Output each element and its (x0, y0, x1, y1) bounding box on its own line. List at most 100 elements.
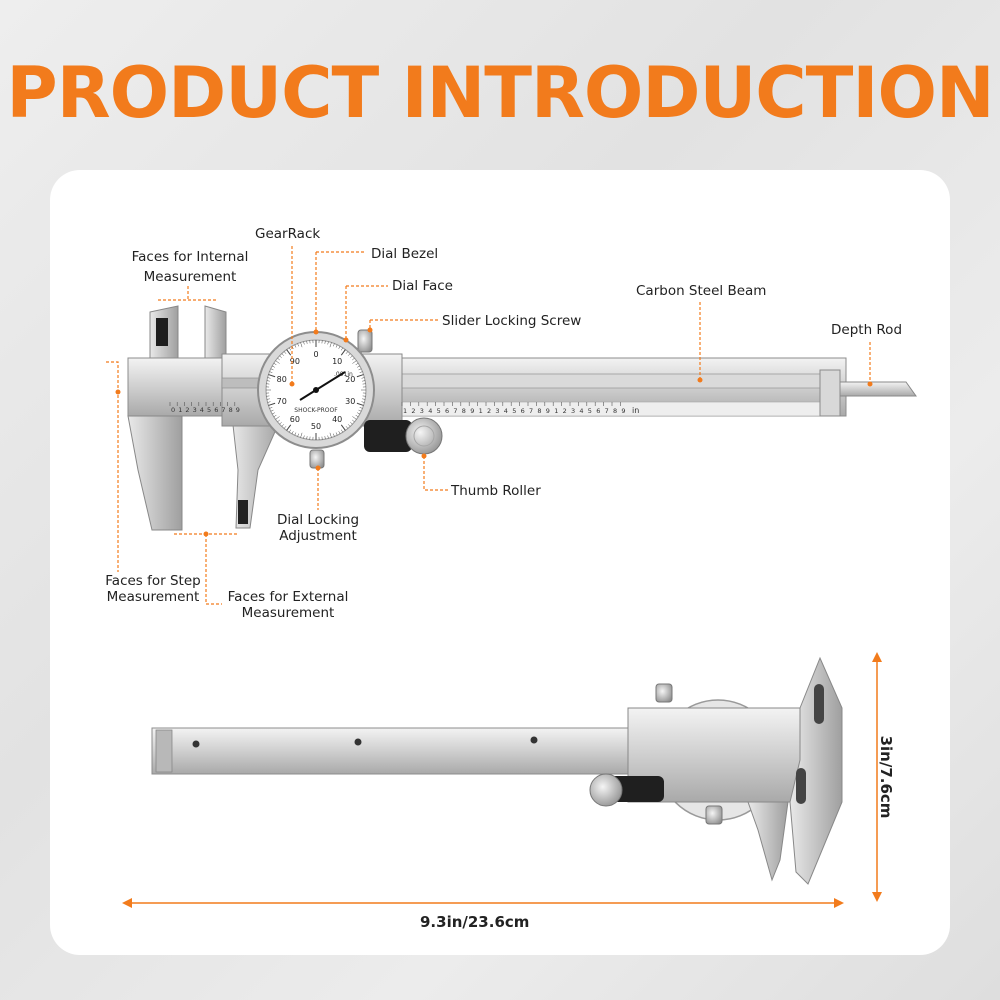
dial-tick (340, 429, 344, 433)
dial-tick (273, 414, 277, 418)
dial-number: 80 (277, 375, 287, 384)
jaw-scale-digit: 2 (185, 406, 189, 414)
dial-tick (329, 342, 332, 348)
dial-tick (281, 353, 285, 356)
dial-tick (272, 365, 275, 368)
external-jaw-fixed (127, 415, 183, 531)
label-external-faces: Faces for External Measurement (222, 589, 354, 621)
dial-number: 30 (345, 397, 355, 406)
dial-tick (306, 436, 308, 440)
dial-tick (279, 421, 282, 425)
dial-tick (270, 409, 274, 412)
beam-scale-digit: 3 (495, 407, 499, 415)
dial-tick (269, 407, 273, 409)
beam-scale-digit: 3 (420, 407, 424, 415)
callout-slider-screw (369, 319, 438, 330)
dial-tick (288, 347, 292, 351)
dial-tick (297, 343, 299, 347)
dial-tick (347, 353, 351, 356)
label-external-faces-line2: Measurement (241, 605, 335, 621)
dial-tick (306, 340, 308, 344)
beam-scale-digit: 8 (613, 407, 617, 415)
callout-lines (106, 246, 871, 605)
dial-tick (362, 380, 366, 382)
width-arrow-head-left (122, 898, 132, 908)
beam-scale-digit: 1 (479, 407, 483, 415)
label-step-faces-line1: Faces for Step (105, 573, 201, 589)
dial-tick (294, 432, 297, 436)
beam-scale-digit: 9 (621, 407, 625, 415)
dial-tick (267, 401, 271, 403)
beam-scale-digit: 7 (605, 407, 609, 415)
dial-tick (340, 349, 346, 356)
back-jaw-slot (796, 768, 806, 804)
dial-tick (340, 424, 346, 431)
beam-scale-digit: 7 (529, 407, 533, 415)
dial-tick (356, 402, 364, 406)
jaw-scale-digit: 8 (229, 406, 233, 414)
dial-tick (279, 355, 282, 359)
beam-scale-digit: 3 (571, 407, 575, 415)
beam-scale-digit: 2 (487, 407, 491, 415)
dial-tick (358, 368, 362, 371)
beam-scale-digit: 4 (504, 407, 508, 415)
dial-tick (359, 407, 363, 409)
dial-tick (277, 419, 280, 423)
dial-tick (362, 398, 366, 400)
label-dial-face: Dial Face (392, 278, 453, 294)
thumb-roller-base (364, 420, 412, 452)
thumb-roller (405, 417, 443, 455)
dial-tick (327, 341, 329, 345)
slider-locking-screw (357, 329, 373, 353)
callout-dots (115, 327, 873, 537)
beam-scale-digit: 9 (470, 407, 474, 415)
dial-number: 40 (332, 415, 342, 424)
beam-scale-digit: 5 (512, 407, 516, 415)
dial-tick (340, 347, 344, 351)
jaw-scale-digit: 5 (207, 406, 211, 414)
dial-tick (324, 436, 326, 440)
height-arrow-head-bottom (872, 892, 882, 902)
dial-brand-text: SHOCK-PROOF (294, 407, 338, 414)
dial-tick (335, 432, 338, 436)
dial-needle-hub (313, 387, 319, 393)
label-carbon-steel-beam: Carbon Steel Beam (636, 283, 767, 299)
dial-tick (268, 374, 276, 378)
back-beam-hole (192, 740, 200, 748)
back-dial-screw (705, 805, 723, 825)
dial-tick (324, 340, 326, 344)
back-sliding-jaw (747, 801, 789, 882)
dial-number: 10 (332, 357, 342, 366)
callout-dial-face (345, 285, 388, 340)
back-beam-cap (155, 729, 173, 773)
back-thumb-roller (589, 773, 623, 807)
external-jaw-shadow (238, 500, 248, 524)
dial-tick (283, 426, 287, 429)
dial-tick (272, 412, 275, 415)
beam-upper-groove (399, 373, 821, 389)
dial-number: 50 (311, 422, 321, 431)
label-dial-locking: Dial Locking Adjustment (268, 512, 368, 544)
dial-tick (297, 433, 299, 437)
dial-unit-text: .001in (334, 371, 353, 378)
dimension-arrows (122, 652, 882, 908)
dial-tick (358, 409, 362, 412)
jaw-scale-digit: 9 (236, 406, 240, 414)
beam-scale-digit: 1 (403, 407, 407, 415)
dial-tick (277, 357, 280, 361)
dial-tick (291, 431, 294, 434)
dial-tick (273, 362, 277, 366)
dial-tick (352, 357, 355, 361)
label-thumb-roller: Thumb Roller (451, 483, 541, 499)
beam-scale-digit: 6 (596, 407, 600, 415)
back-jaw-slot (814, 684, 824, 724)
dial-tick (283, 351, 287, 354)
dial-number: 70 (277, 397, 287, 406)
beam-scale-digit: 1 (554, 407, 558, 415)
beam-end-cap (819, 369, 841, 417)
dial-locking-screw (309, 449, 325, 469)
jaw-scale-digit: 1 (178, 406, 182, 414)
jaw-scale-digit: 7 (221, 406, 225, 414)
label-internal-faces-line2: Measurement (143, 269, 237, 285)
